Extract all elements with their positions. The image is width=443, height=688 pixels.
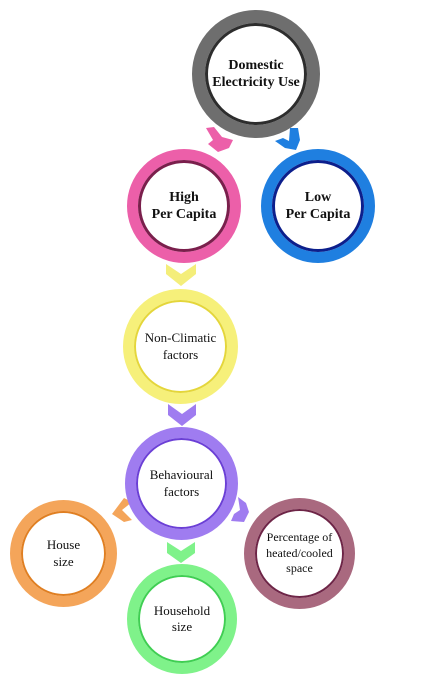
house-label-line2: size <box>53 553 74 569</box>
domestic-label-line1: Domestic <box>228 57 284 73</box>
node-house-size: House size <box>10 500 117 607</box>
behavioural-label-line1: Behavioural <box>149 467 214 483</box>
arrow-domestic-to-low <box>275 128 300 150</box>
percentage-label-line1: Percentage of <box>266 530 333 545</box>
house-label-line1: House <box>46 537 81 553</box>
high-label-line2: Per Capita <box>151 207 217 222</box>
arrow-high-to-nonclimatic <box>166 264 196 286</box>
arrow-domestic-to-high <box>206 127 233 152</box>
arrow-behavioural-to-house <box>112 498 132 522</box>
household-label-line1: Household <box>153 602 211 618</box>
node-domestic-electricity-use: Domestic Electricity Use <box>192 10 320 138</box>
node-household-size: Household size <box>127 564 237 674</box>
arrow-nonclimatic-to-behavioural <box>168 404 196 426</box>
node-percentage-heated-cooled-space: Percentage of heated/cooled space <box>244 498 355 609</box>
low-label-line2: Per Capita <box>285 207 351 222</box>
node-behavioural-factors: Behavioural factors <box>125 427 238 540</box>
nonclimatic-label-line2: factors <box>162 346 199 362</box>
node-low-per-capita: Low Per Capita <box>261 149 375 263</box>
low-label-line1: Low <box>304 189 332 205</box>
percentage-label-line3: space <box>286 561 313 576</box>
arrow-behavioural-to-household <box>167 542 195 563</box>
node-high-per-capita: High Per Capita <box>127 149 241 263</box>
behavioural-label-line2: factors <box>163 483 200 499</box>
percentage-label-line2: heated/cooled <box>266 545 333 560</box>
high-label-line1: High <box>169 189 199 205</box>
household-label-line2: size <box>171 619 193 634</box>
node-non-climatic-factors: Non-Climatic factors <box>123 289 238 404</box>
nonclimatic-label-line1: Non-Climatic <box>144 330 217 346</box>
domestic-label-line2: Electricity Use <box>212 75 300 90</box>
arrow-behavioural-to-percentage <box>231 497 249 522</box>
